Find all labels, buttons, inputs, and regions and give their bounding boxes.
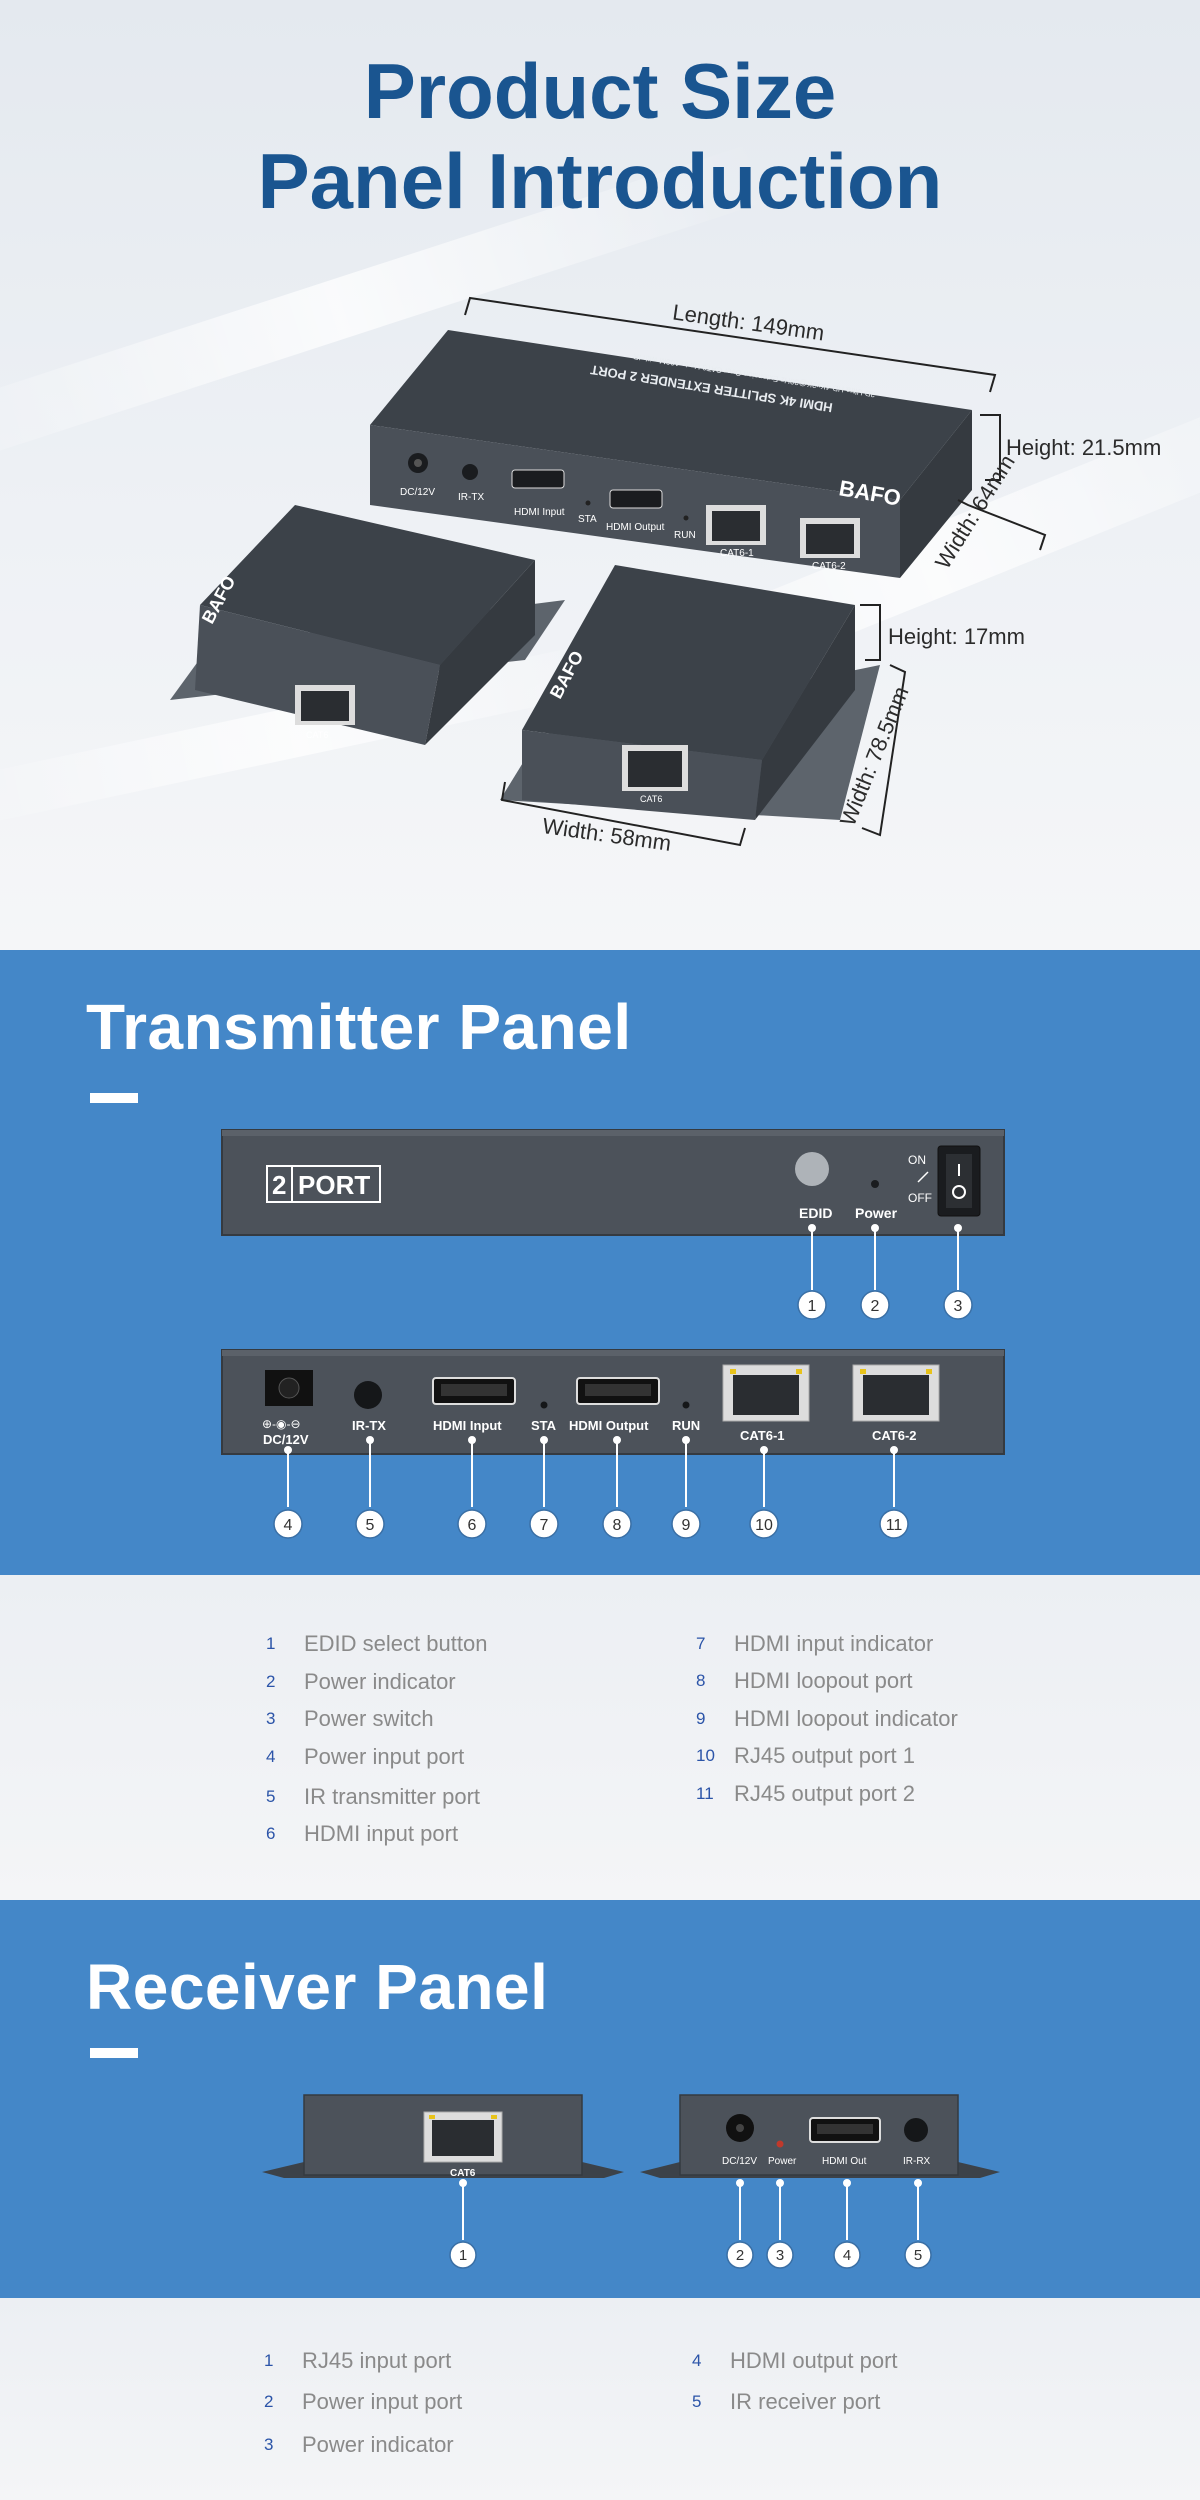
- cat6-2-port: [852, 1364, 940, 1422]
- tx-front-panel: 2 PORT EDID Power ON OFF: [221, 1129, 1005, 1236]
- rx-left-cat6-label: CAT6: [306, 730, 328, 740]
- tx-height-label: Height: 21.5mm: [1006, 435, 1162, 460]
- edid-button: [795, 1152, 829, 1186]
- tx-callout-11: 11: [886, 1517, 903, 1534]
- tx-back-panel: ⊕-◉-⊖ DC/12V IR-TX HDMI Input STA HDMI O…: [221, 1349, 1005, 1455]
- power-label: Power: [855, 1205, 898, 1221]
- receiver-panel-section: Receiver Panel CAT6 DC/12V Power HDMI Ou…: [0, 1900, 1200, 2298]
- rx-callout-1: 1: [459, 2247, 467, 2264]
- transmitter-panel-section: Transmitter Panel 2 PORT EDID Power ON O…: [0, 950, 1200, 1575]
- dimension-lines: [464, 296, 1047, 847]
- back-hdmiout-label: HDMI Output: [569, 1418, 649, 1433]
- tx-callout-markers: [273, 1290, 973, 1539]
- tx-callout-8: 8: [613, 1517, 622, 1534]
- tx-irtx-label: IR-TX: [458, 492, 484, 503]
- back-sta-label: STA: [531, 1418, 557, 1433]
- tx-sta-label: STA: [578, 514, 597, 525]
- rx-back-dc-label: DC/12V: [722, 2156, 757, 2167]
- tx-callout-2: 2: [871, 1298, 880, 1315]
- tx-cat2-label: CAT6-2: [812, 561, 846, 572]
- irtx-jack: [354, 1381, 382, 1409]
- tx-callout-9: 9: [682, 1517, 691, 1534]
- tx-cat1-label: CAT6-1: [720, 548, 754, 559]
- switch-off-label: OFF: [908, 1191, 932, 1205]
- rx-callout-3: 3: [776, 2247, 784, 2264]
- tx-run-label: RUN: [674, 530, 696, 541]
- transmitter-panel-diagram: 2 PORT EDID Power ON OFF ⊕-◉-⊖ DC/12V IR…: [221, 1129, 1005, 1539]
- back-irtx-label: IR-TX: [352, 1418, 386, 1433]
- tx-callout-3: 3: [954, 1298, 963, 1315]
- rx-back-panel: DC/12V Power HDMI Out IR-RX: [640, 2094, 1000, 2178]
- page-subtitle: Panel Introduction: [257, 137, 943, 225]
- edid-label: EDID: [799, 1205, 832, 1221]
- page-title: Product Size: [363, 47, 837, 135]
- rx-front-cat6-label: CAT6: [450, 2168, 476, 2179]
- sta-led: [540, 1401, 548, 1409]
- run-led: [682, 1401, 690, 1409]
- tx-callout-5: 5: [366, 1517, 375, 1534]
- tx-callout-6: 6: [468, 1517, 477, 1534]
- rx-back-hdmiout-label: HDMI Out: [822, 2156, 867, 2167]
- back-cat1-label: CAT6-1: [740, 1428, 785, 1443]
- rx-callout-markers: [449, 2241, 932, 2269]
- tx-hdmiout-label: HDMI Output: [606, 522, 665, 533]
- tx-callout-4: 4: [284, 1517, 293, 1534]
- tx-dc-label: DC/12V: [400, 487, 435, 498]
- receiver-panel-diagram: CAT6 DC/12V Power HDMI Out IR-RX: [262, 2094, 1000, 2269]
- switch-on-label: ON: [908, 1153, 926, 1167]
- tx-badge-num: 2: [272, 1170, 286, 1200]
- tx-badge-text: PORT: [298, 1170, 370, 1200]
- rx-callout-lines: [459, 2179, 922, 2240]
- transmitter-device: HDMI 4K SPLITTER EXTENDER 2 PORT 3D Ultr…: [370, 330, 972, 578]
- back-cat2-label: CAT6-2: [872, 1428, 917, 1443]
- back-hdmiin-label: HDMI Input: [433, 1418, 502, 1433]
- tx-callout-1: 1: [808, 1298, 817, 1315]
- section-divider: [90, 1093, 138, 1103]
- rx-height-label: Height: 17mm: [888, 624, 1025, 649]
- rx-back-power-label: Power: [768, 2156, 797, 2167]
- rx-back-irrx-label: IR-RX: [903, 2156, 931, 2167]
- receiver-device-right: CAT6 BAFO: [500, 565, 880, 820]
- back-run-label: RUN: [672, 1418, 700, 1433]
- rx-callout-4: 4: [843, 2247, 851, 2264]
- back-dc-label: DC/12V: [263, 1432, 309, 1447]
- tx-hdmiin-label: HDMI Input: [514, 507, 565, 518]
- section-divider: [90, 2048, 138, 2058]
- receiver-section-title: Receiver Panel: [86, 1951, 549, 2023]
- tx-callout-10: 10: [755, 1517, 773, 1534]
- rx-right-cat6-label: CAT6: [640, 794, 662, 804]
- tx-callout-lines: [284, 1224, 962, 1507]
- svg-text:⊕-◉-⊖: ⊕-◉-⊖: [262, 1417, 301, 1431]
- cat6-1-port: [722, 1364, 810, 1422]
- product-size-illustration: HDMI 4K SPLITTER EXTENDER 2 PORT 3D Ultr…: [170, 296, 1047, 847]
- transmitter-section-title: Transmitter Panel: [86, 991, 632, 1063]
- power-led: [871, 1180, 879, 1188]
- rx-callout-5: 5: [914, 2247, 922, 2264]
- receiver-device-left: CAT6 BAFO: [170, 505, 565, 745]
- tx-callout-7: 7: [540, 1517, 549, 1534]
- rx-front-panel: CAT6: [262, 2094, 624, 2179]
- product-size-section: Product Size Panel Introduction HDMI 4K …: [0, 0, 1200, 950]
- rx-callout-2: 2: [736, 2247, 744, 2264]
